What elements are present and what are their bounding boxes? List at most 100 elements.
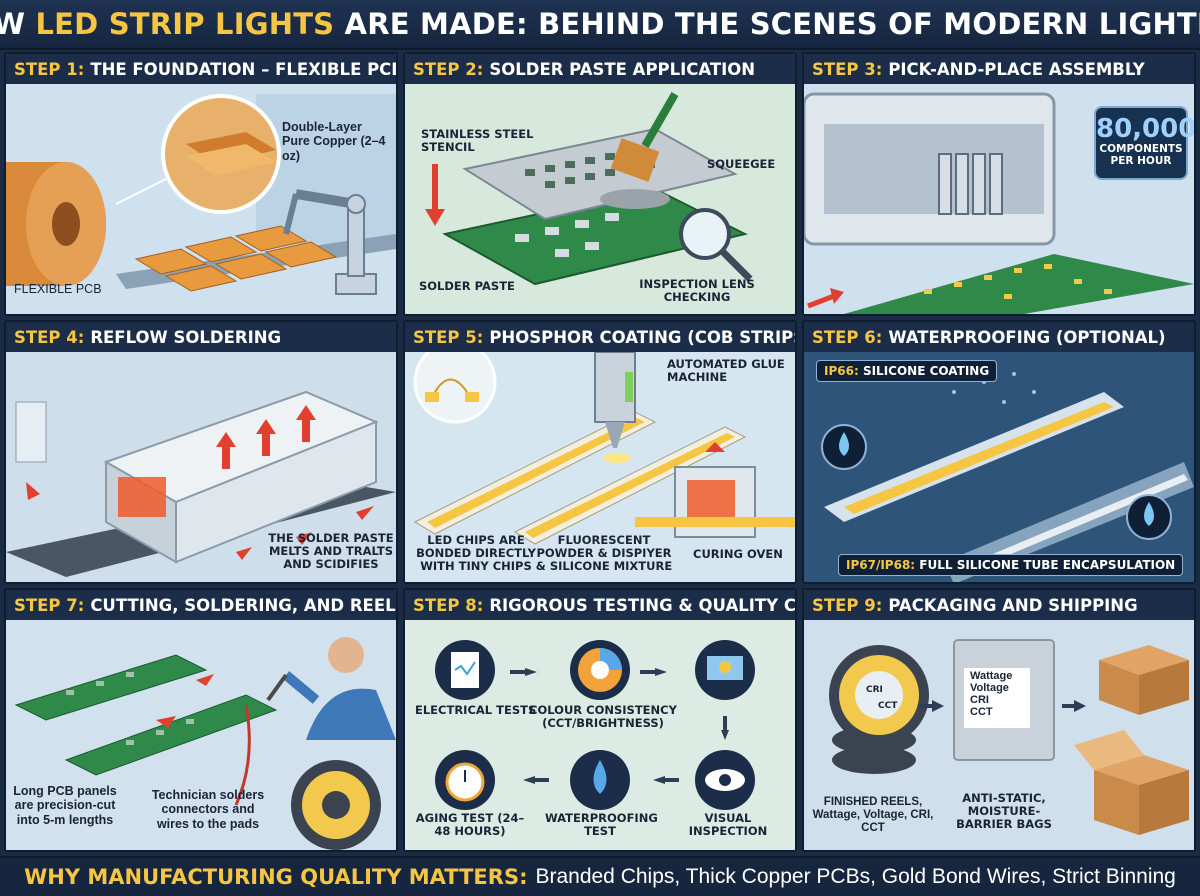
robot-arm-icon	[283, 189, 377, 295]
stencil-icon	[462, 127, 738, 221]
quality-control-illustration	[405, 620, 795, 850]
reflow-oven-illustration	[6, 352, 396, 582]
step-9-panel: STEP 9:PACKAGING AND SHIPPING CRI CCT	[802, 588, 1196, 852]
eye-icon	[695, 750, 755, 810]
feed-arrow-icon	[807, 293, 835, 309]
technician-icon	[266, 637, 396, 740]
flexible-pcb-illustration	[6, 84, 396, 314]
step-9-title: PACKAGING AND SHIPPING	[888, 595, 1138, 615]
clipboard-icon	[435, 640, 495, 700]
step-6-heading: STEP 6:WATERPROOFING (OPTIONAL)	[804, 322, 1194, 352]
shipping-box-icon	[1074, 645, 1189, 835]
curing-oven-label: CURING OVEN	[693, 547, 783, 561]
technician-label: Technician solders connectors and wires …	[151, 788, 265, 831]
step-6-title: WATERPROOFING (OPTIONAL)	[888, 327, 1166, 347]
step-5-title: PHOSPHOR COATING (COB STRIPS)	[489, 327, 797, 347]
copper-label: Double-Layer Pure Copper (2–4 oz)	[282, 120, 386, 163]
throughput-value: 80,000	[1096, 114, 1196, 144]
step-2-heading: STEP 2:SOLDER PASTE APPLICATION	[405, 54, 795, 84]
finished-reels-label: FINISHED REELS, Wattage, Voltage, CRI, C…	[812, 796, 934, 835]
steps-grid: STEP 1:THE FOUNDATION – FLEXIBLE PCB	[4, 52, 1196, 852]
reflow-note-label: THE SOLDER PASTE MELTS AND TRALTS AND SC…	[268, 531, 394, 572]
arrow-icon	[932, 700, 944, 712]
bag-label-card: Wattage Voltage CRI CCT	[970, 670, 1034, 718]
step-5-heading: STEP 5:PHOSPHOR COATING (COB STRIPS)	[405, 322, 795, 352]
solder-paste-illustration	[405, 84, 795, 314]
led-chips-label: LED CHIPS ARE BONDED DIRECTLY WITH TINY …	[416, 533, 536, 574]
cutting-reeling-illustration	[6, 620, 396, 850]
step-8-number: STEP 8:	[413, 595, 484, 615]
squeegee-icon	[610, 92, 679, 182]
flow-arrows-icon	[510, 668, 729, 784]
visual-inspection-label: VISUAL INSPECTION	[688, 811, 768, 839]
step-1-title: THE FOUNDATION – FLEXIBLE PCB	[90, 59, 398, 79]
footer-lead: WHY MANUFACTURING QUALITY MATTERS:	[24, 865, 528, 889]
finished-reels-icon: CRI CCT	[829, 645, 929, 774]
packaging-illustration: CRI CCT	[804, 620, 1194, 850]
title-bar: HOW LED STRIP LIGHTS ARE MADE: BEHIND TH…	[0, 0, 1200, 50]
glue-machine-icon	[594, 352, 636, 463]
step-8-heading: STEP 8:RIGOROUS TESTING & QUALITY CONTRO…	[405, 590, 795, 620]
colour-consistency-label: COLOUR CONSISTENCY (CCT/BRIGHTNESS)	[529, 703, 677, 731]
fluorescent-powder-label: FLUORESCENT POWDER & DISPIYER & SILICONE…	[535, 533, 673, 574]
phosphor-coating-illustration	[405, 352, 795, 582]
footer-banner: WHY MANUFACTURING QUALITY MATTERS: Brand…	[0, 856, 1200, 896]
heat-arrows-icon	[26, 405, 374, 560]
step-5-number: STEP 5:	[413, 327, 484, 347]
step-2-number: STEP 2:	[413, 59, 484, 79]
step-3-heading: STEP 3:PICK-AND-PLACE ASSEMBLY	[804, 54, 1194, 84]
step-4-heading: STEP 4:REFLOW SOLDERING	[6, 322, 396, 352]
bag-line-cri: CRI	[970, 694, 989, 707]
step-7-number: STEP 7:	[14, 595, 85, 615]
step-7-title: CUTTING, SOLDERING, AND REELING	[90, 595, 398, 615]
step-4-title: REFLOW SOLDERING	[90, 327, 282, 347]
title-highlight: LED STRIP LIGHTS	[35, 7, 335, 41]
glue-machine-label: AUTOMATED GLUE MACHINE	[667, 357, 785, 385]
step-3-title: PICK-AND-PLACE ASSEMBLY	[888, 59, 1145, 79]
ip66-badge: IP66: SILICONE COATING	[816, 360, 998, 382]
page-title: HOW LED STRIP LIGHTS ARE MADE: BEHIND TH…	[0, 7, 1200, 41]
step-3-panel: STEP 3:PICK-AND-PLACE ASSEMBLY 80,000 CO…	[802, 52, 1196, 316]
throughput-counter: 80,000 COMPONENTS PER HOUR	[1094, 106, 1196, 180]
monitor-icon	[695, 640, 755, 700]
step-1-number: STEP 1:	[14, 59, 85, 79]
water-drop-test-icon	[570, 750, 630, 810]
step-6-number: STEP 6:	[812, 327, 883, 347]
bag-line-cct: CCT	[970, 706, 993, 719]
flexible-pcb-label: FLEXIBLE PCB	[14, 282, 102, 296]
step-4-number: STEP 4:	[14, 327, 85, 347]
ip67-badge: IP67/IP68: FULL SILICONE TUBE ENCAPSULAT…	[838, 554, 1184, 576]
solder-paste-label: SOLDER PASTE	[419, 279, 515, 293]
reel-cri-text: CRI	[866, 685, 883, 695]
anti-static-bag-icon	[953, 639, 1055, 761]
ip67-code: IP67/IP68:	[846, 558, 916, 572]
pcb-panel-icon	[14, 654, 278, 776]
step-7-panel: STEP 7:CUTTING, SOLDERING, AND REELING	[4, 588, 398, 852]
curing-oven-icon	[635, 442, 795, 538]
stencil-label: STAINLESS STEEL STENCIL	[421, 127, 534, 155]
inspection-lens-label: INSPECTION LENS CHECKING	[639, 277, 755, 305]
ip66-code: IP66:	[824, 364, 859, 378]
cob-strip-icon	[413, 411, 747, 545]
waterproofing-illustration	[804, 352, 1194, 582]
step-5-panel: STEP 5:PHOSPHOR COATING (COB STRIPS)	[403, 320, 797, 584]
step-6-panel: STEP 6:WATERPROOFING (OPTIONAL) IP66: SI…	[802, 320, 1196, 584]
electrical-tests-label: ELECTRICAL TESTS	[415, 703, 537, 717]
reel-cct-text: CCT	[878, 701, 898, 711]
step-7-heading: STEP 7:CUTTING, SOLDERING, AND REELING	[6, 590, 396, 620]
stopwatch-icon	[435, 750, 495, 810]
step-2-panel: STEP 2:SOLDER PASTE APPLICATION	[403, 52, 797, 316]
step-9-number: STEP 9:	[812, 595, 883, 615]
ip66-text: SILICONE COATING	[858, 364, 990, 378]
title-suffix: ARE MADE: BEHIND THE SCENES OF MODERN LI…	[334, 7, 1200, 41]
step-8-title: RIGOROUS TESTING & QUALITY CONTROL	[489, 595, 796, 615]
aging-test-label: AGING TEST (24–48 HOURS)	[415, 811, 525, 839]
step-1-heading: STEP 1:THE FOUNDATION – FLEXIBLE PCB	[6, 54, 396, 84]
water-drop-icon	[821, 424, 1172, 540]
panels-label: Long PCB panels are precision-cut into 5…	[13, 784, 117, 827]
footer-text: Branded Chips, Thick Copper PCBs, Gold B…	[535, 865, 1176, 888]
chip-zoom-icon	[413, 352, 497, 424]
ip67-text: FULL SILICONE TUBE ENCAPSULATION	[915, 558, 1176, 572]
step-8-panel: STEP 8:RIGOROUS TESTING & QUALITY CONTRO…	[403, 588, 797, 852]
step-2-title: SOLDER PASTE APPLICATION	[489, 59, 756, 79]
